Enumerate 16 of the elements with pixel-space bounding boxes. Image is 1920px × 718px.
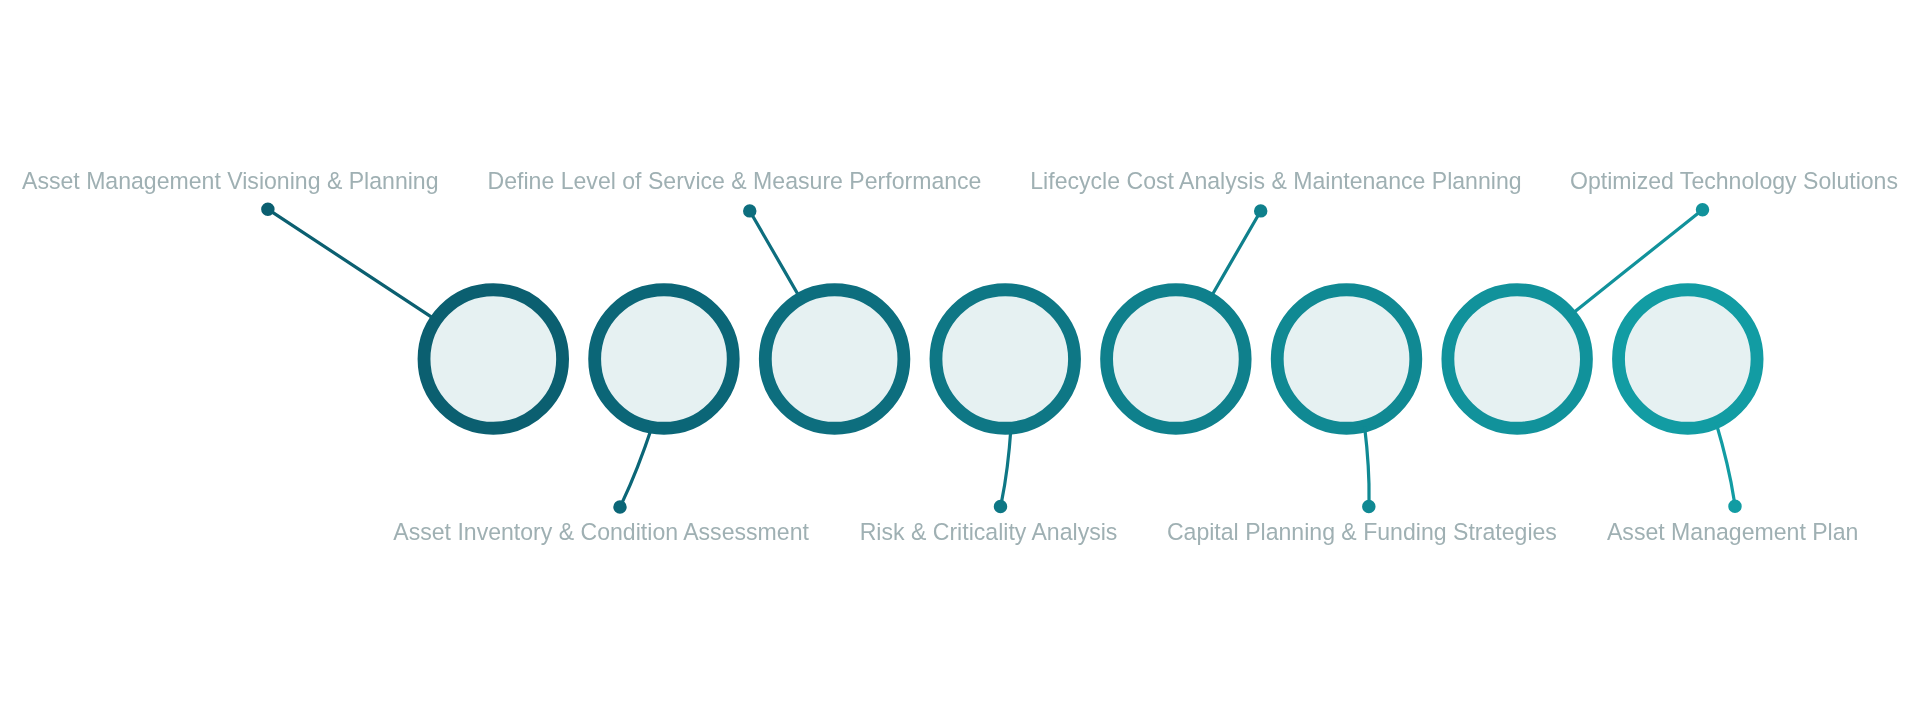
node-text: Asset Management Plan: [1606, 519, 1859, 546]
node-circle: [1441, 283, 1593, 435]
node-circle: [588, 283, 740, 435]
node-text: Asset Management Visioning & Planning: [22, 167, 439, 194]
node-circle: [417, 283, 569, 435]
node-text: Optimized Technology Solutions: [1569, 167, 1898, 194]
node-text: Capital Planning & Funding Strategies: [1166, 519, 1557, 546]
node-text: Lifecycle Cost Analysis & Maintenance Planning: [1030, 167, 1522, 194]
node-circle: [1100, 283, 1252, 435]
node-text: Define Level of Service & Measure Performance: [487, 167, 982, 194]
node-circle: [929, 283, 1081, 435]
node-text: Risk & Criticality Analysis: [859, 519, 1118, 546]
node-circle: [758, 283, 911, 435]
node-circle: [1270, 283, 1423, 435]
node-circle: [1612, 283, 1764, 435]
node-text: Asset Inventory & Condition Assessment: [393, 519, 809, 546]
